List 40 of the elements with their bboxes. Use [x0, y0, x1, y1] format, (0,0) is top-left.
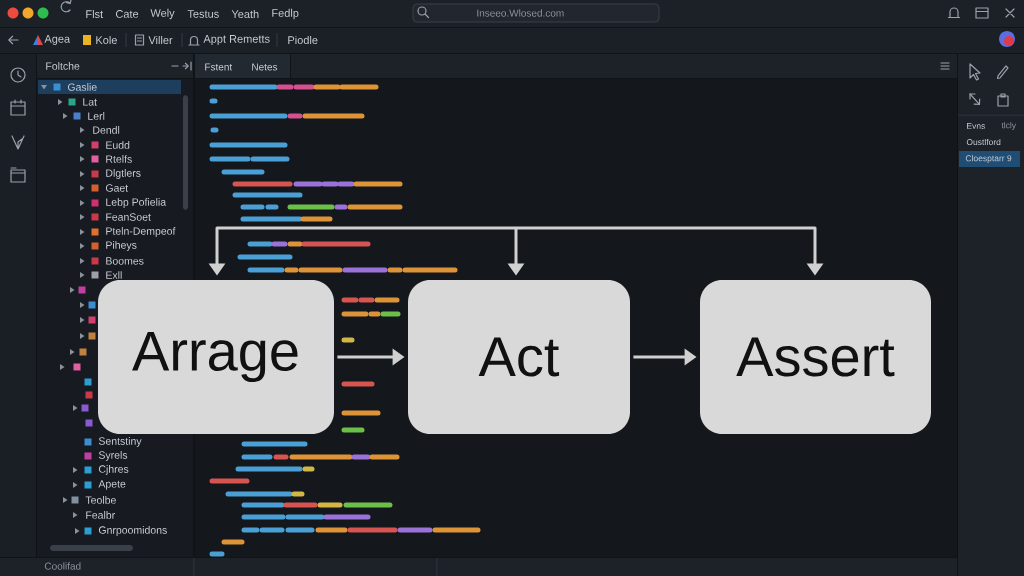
panel-title: Foltche: [46, 62, 80, 70]
toolbar-item: Kole: [96, 35, 117, 44]
file-name: Gnrpoomidons: [98, 526, 167, 536]
file-name: Cjhres: [98, 465, 129, 475]
panel-item: Oustlford: [966, 138, 1001, 146]
file-name: FeanSoet: [106, 213, 151, 221]
toolbar-item: Piodle: [288, 35, 318, 44]
file-name: Lerl: [88, 112, 105, 120]
file-name: Pteln-Dempeof: [106, 227, 176, 237]
menu-item: Flst: [86, 9, 104, 18]
menu-item: Cate: [115, 10, 139, 18]
file-name: Lebp Pofielia: [106, 198, 167, 208]
file-name: Dlgtlers: [106, 169, 141, 179]
file-name: Piheys: [106, 241, 137, 251]
menu-item: Yeath: [231, 9, 259, 18]
file-name: Fealbr: [86, 511, 115, 519]
process-box: Arrage: [98, 280, 334, 434]
file-name: Apete: [98, 480, 126, 490]
menu-item: Fedlp: [272, 8, 299, 20]
file-name: Teolbe: [85, 496, 116, 504]
panel-item: tlcly: [1001, 122, 1017, 130]
toolbar-item: Viller: [148, 35, 173, 44]
process-box: Act: [408, 280, 630, 434]
file-name: Dendl: [93, 126, 120, 134]
search-field: Inseeo.Wlosed.com: [412, 3, 660, 23]
file-name: Gaet: [105, 184, 129, 192]
file-name: Rtelfs: [106, 155, 132, 163]
toolbar-item: Appt Remetts: [203, 35, 270, 45]
menu-item: Wely: [150, 8, 175, 20]
file-name: Boomes: [106, 257, 144, 265]
panel-item: Evns: [967, 123, 985, 129]
process-box: Assert: [700, 280, 931, 434]
file-name: Eudd: [106, 141, 130, 149]
status-text: Coolifad: [44, 562, 81, 570]
file-name: Syrels: [98, 451, 128, 461]
menu-item: Testus: [187, 10, 219, 18]
tab-label: Fstent: [205, 63, 233, 71]
toolbar-item: Agea: [44, 35, 71, 45]
file-name: Lat: [83, 98, 97, 106]
tab-label: Netes: [252, 63, 278, 71]
